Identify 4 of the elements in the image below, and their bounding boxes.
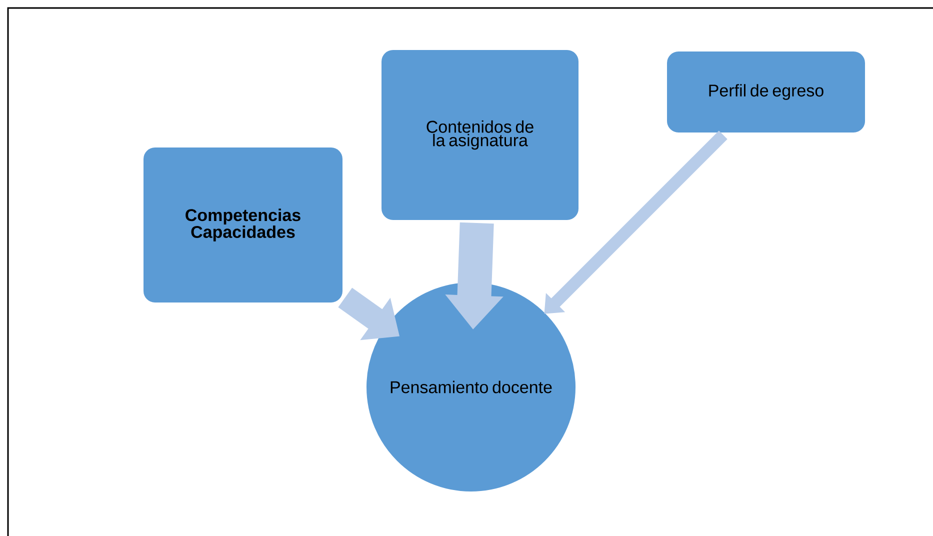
process-box: Competencias Capacidades: [142, 146, 344, 304]
process-box: Perfil de egreso: [666, 50, 866, 134]
process-box: Contenidos de la asignatura: [380, 49, 580, 221]
block-arrow: [544, 130, 728, 314]
